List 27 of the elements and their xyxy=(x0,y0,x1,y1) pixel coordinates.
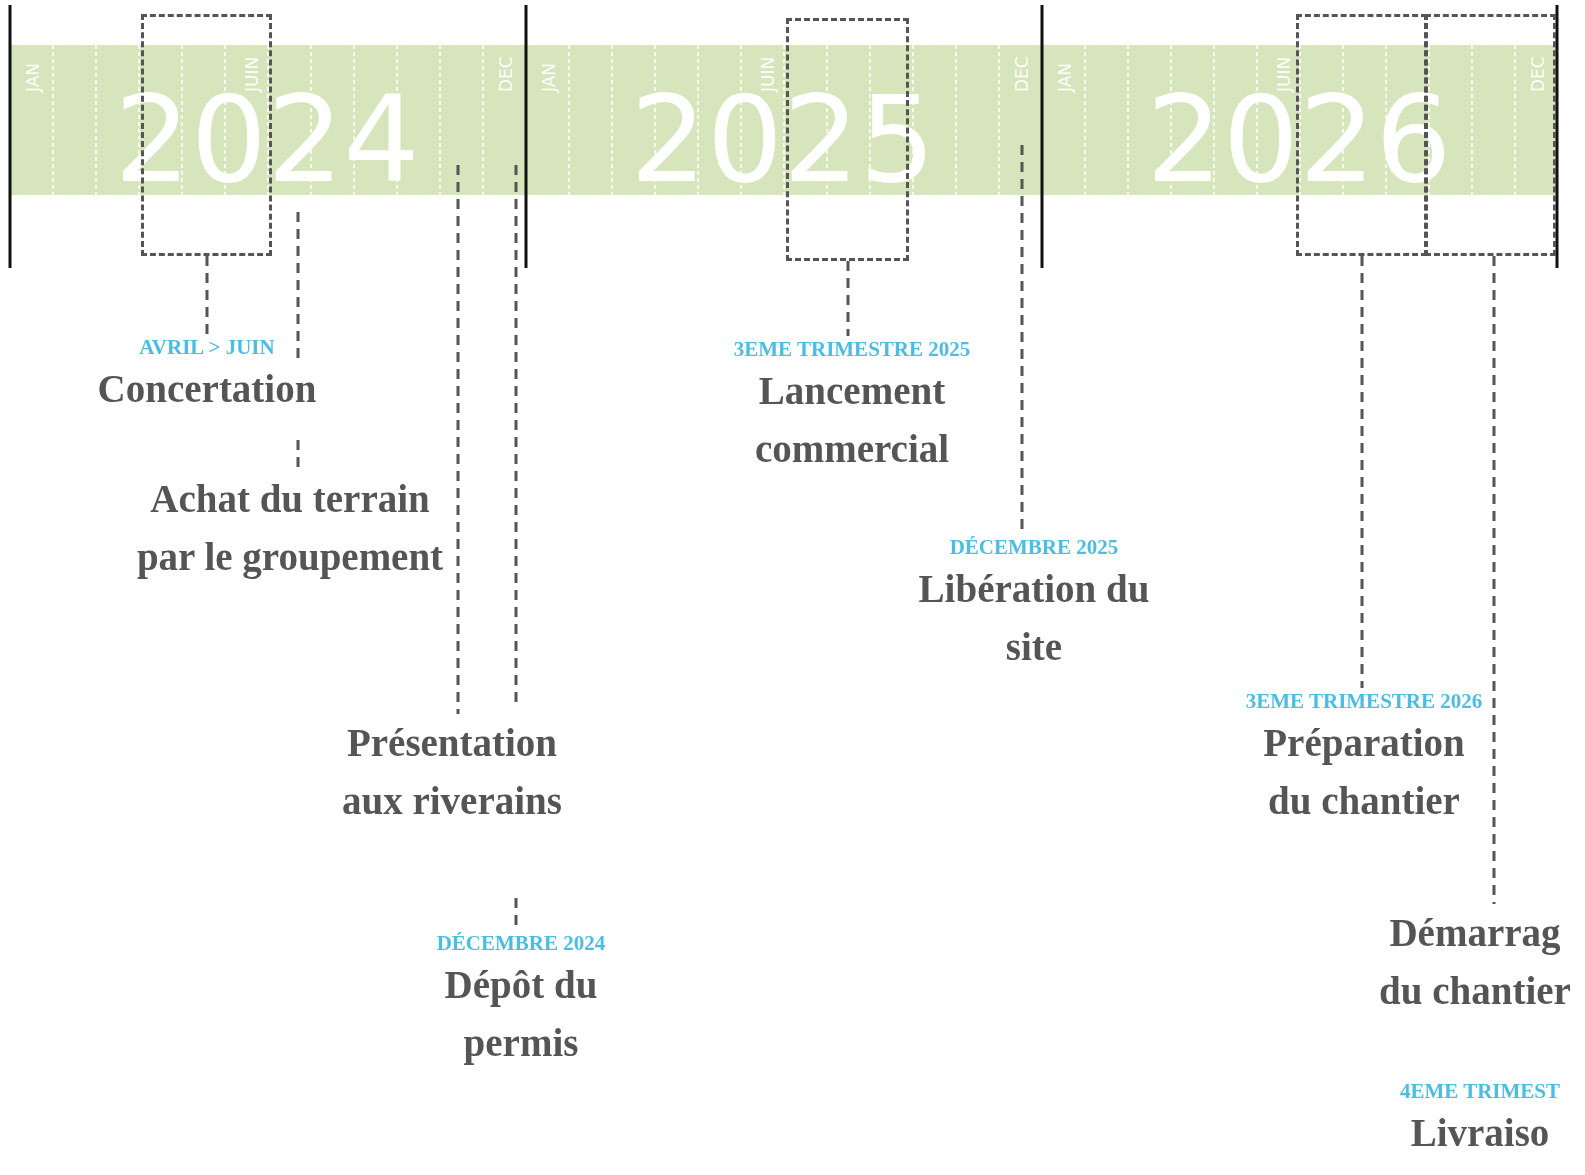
milestone-date: 4EME TRIMEST xyxy=(1398,1078,1562,1104)
leader-line xyxy=(456,165,460,714)
leader-line xyxy=(205,256,209,334)
milestone-date: DÉCEMBRE 2024 xyxy=(435,930,607,956)
leader-line xyxy=(1492,256,1496,904)
milestone-title: Présentation aux riverains xyxy=(341,720,563,824)
month-label: JAN xyxy=(1056,62,1074,92)
month-label: DEC xyxy=(497,56,515,92)
month-label: JAN xyxy=(24,62,42,92)
milestone-date: 3EME TRIMESTRE 2025 xyxy=(732,336,972,362)
milestone-date: DÉCEMBRE 2025 xyxy=(948,534,1120,560)
milestone-date: AVRIL > JUIN xyxy=(138,334,276,360)
milestone-title: Démarrag du chantier xyxy=(1378,910,1572,1014)
milestone-title: Libération du site xyxy=(917,566,1151,670)
milestone-title: Achat du terrain par le groupement xyxy=(135,476,445,581)
month-label: JAN xyxy=(540,62,558,92)
milestone-title: Préparation du chantier xyxy=(1262,720,1466,824)
milestone-title: Lancement commercial xyxy=(753,368,951,472)
milestone-title: Dépôt du permis xyxy=(443,962,599,1067)
leader-line xyxy=(846,261,850,336)
milestone-date: 3EME TRIMESTRE 2026 xyxy=(1244,688,1484,714)
month-label: JUIN xyxy=(243,56,261,92)
milestone-title: Livraiso xyxy=(1409,1110,1551,1156)
month-label: DEC xyxy=(1013,56,1031,92)
leader-line xyxy=(1360,256,1364,688)
milestone-title: Concertation xyxy=(96,366,318,412)
month-label: DEC xyxy=(1529,56,1547,92)
